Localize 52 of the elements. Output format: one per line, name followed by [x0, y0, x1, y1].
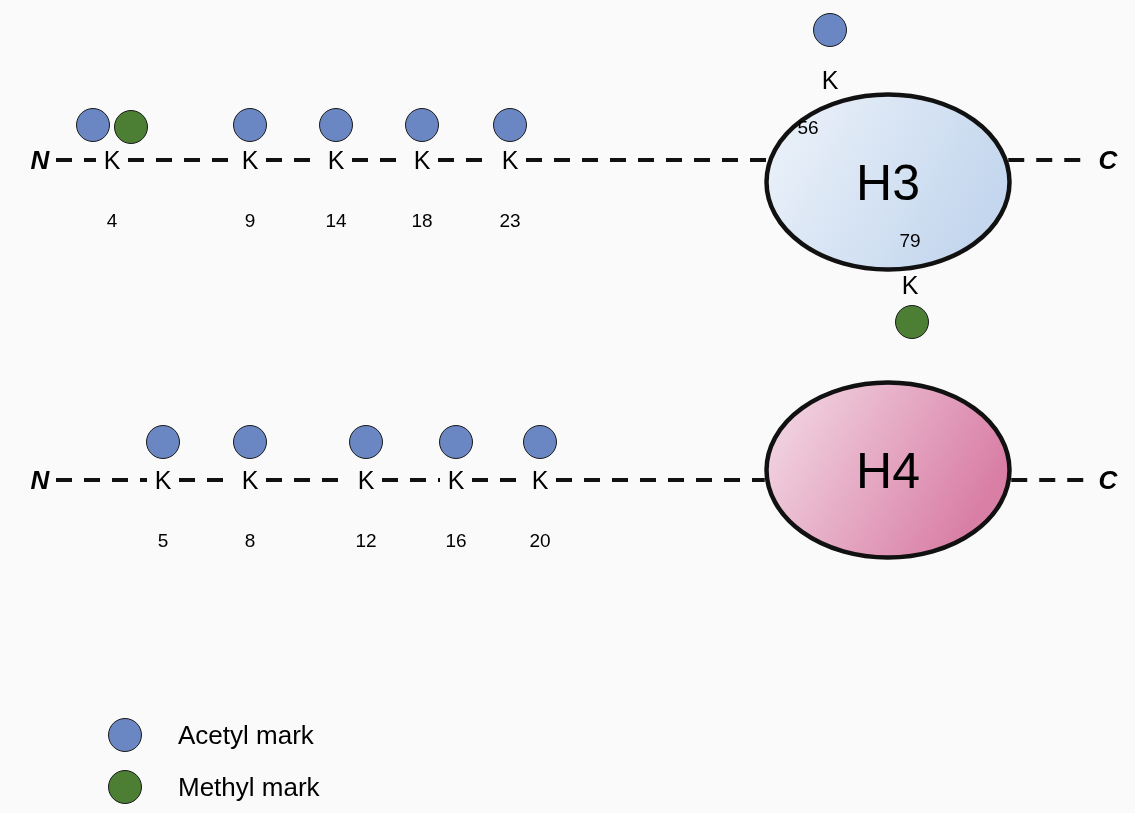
terminus-label: N — [26, 466, 54, 494]
modification-dot — [523, 425, 557, 459]
terminus-label: C — [1094, 466, 1122, 494]
modification-dot — [319, 108, 353, 142]
position-number: 5 — [156, 531, 170, 550]
residue-letter: K — [356, 468, 376, 493]
legend-label: Acetyl mark — [178, 722, 314, 748]
modification-dot — [493, 108, 527, 142]
dashed-connector — [556, 478, 765, 482]
modification-dot — [405, 108, 439, 142]
position-number: 18 — [410, 211, 434, 230]
position-number: 9 — [243, 211, 257, 230]
position-number: 8 — [243, 531, 257, 550]
position-number: 56 — [796, 118, 820, 137]
modification-dot — [349, 425, 383, 459]
residue-letter: K — [446, 468, 466, 493]
residue-letter: K — [820, 68, 840, 93]
legend-label: Methyl mark — [178, 774, 320, 800]
residue-letter: K — [240, 468, 260, 493]
histone-ellipse — [764, 92, 1012, 272]
residue-letter: K — [900, 273, 920, 298]
dashed-connector — [382, 478, 440, 482]
position-number: 20 — [528, 531, 552, 550]
terminus-label: N — [26, 146, 54, 174]
modification-dot — [76, 108, 110, 142]
residue-letter: K — [102, 148, 122, 173]
position-number: 16 — [444, 531, 468, 550]
residue-letter: K — [412, 148, 432, 173]
residue-letter: K — [500, 148, 520, 173]
terminus-label: C — [1094, 146, 1122, 174]
position-number: 4 — [105, 211, 119, 230]
modification-dot — [439, 425, 473, 459]
modification-dot — [114, 110, 148, 144]
dashed-connector — [56, 478, 147, 482]
modification-dot — [895, 305, 929, 339]
modification-dot — [233, 108, 267, 142]
residue-letter: K — [240, 148, 260, 173]
position-number: 14 — [324, 211, 348, 230]
dashed-connector — [526, 158, 768, 162]
residue-letter: K — [153, 468, 173, 493]
modification-dot — [146, 425, 180, 459]
position-number: 23 — [498, 211, 522, 230]
residue-letter: K — [530, 468, 550, 493]
histone-label: H3 — [855, 158, 921, 208]
modification-dot — [813, 13, 847, 47]
modification-dot — [233, 425, 267, 459]
position-number: 79 — [898, 231, 922, 250]
residue-letter: K — [326, 148, 346, 173]
histone-label: H4 — [855, 446, 921, 496]
histone-ellipse — [764, 380, 1012, 560]
position-number: 12 — [354, 531, 378, 550]
dashed-connector — [56, 158, 96, 162]
